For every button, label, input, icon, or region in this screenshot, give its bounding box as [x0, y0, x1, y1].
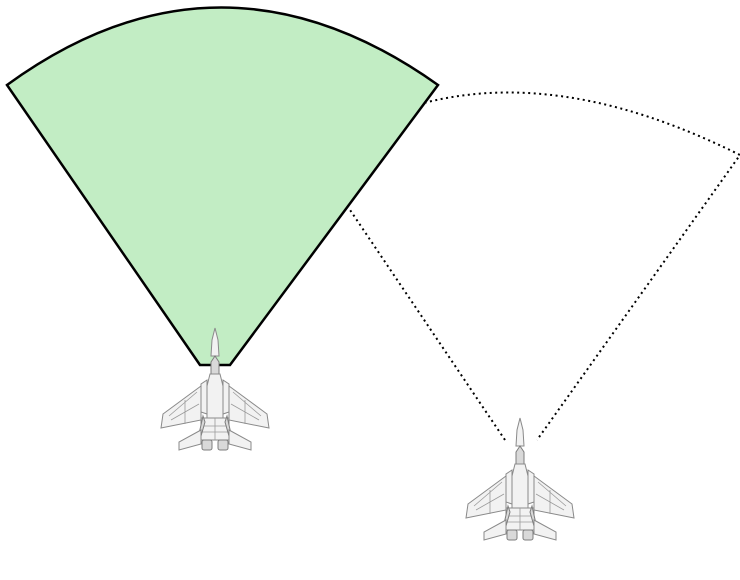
fighter-jet-icon: [160, 327, 270, 451]
active-sensor-cone: [5, 6, 440, 367]
projected-sensor-cone: [311, 91, 740, 441]
fighter-jet-icon: [465, 417, 575, 541]
